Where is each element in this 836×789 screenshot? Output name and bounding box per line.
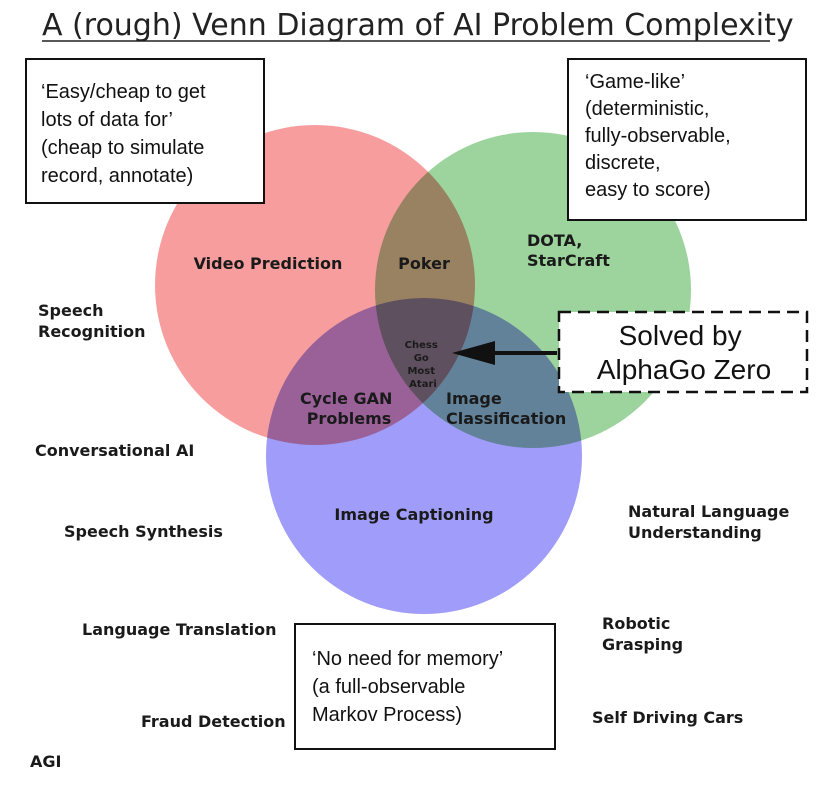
note-solved-alphago: Solved by AlphaGo Zero <box>557 310 809 394</box>
diagram-title: A (rough) Venn Diagram of AI Problem Com… <box>42 8 794 43</box>
outside-nlu: Natural Language Understanding <box>628 502 795 542</box>
note-text: ‘Easy/cheap to get lots of data for’ (ch… <box>41 81 211 187</box>
outside-agi: AGI <box>30 752 61 771</box>
note-box <box>567 58 807 221</box>
region-game-only: DOTA, StarCraft <box>527 231 610 270</box>
note-box <box>25 58 265 204</box>
note-box <box>294 623 556 750</box>
note-cheap-data: ‘Easy/cheap to get lots of data for’ (ch… <box>25 58 265 204</box>
region-data-game: Poker <box>398 254 450 273</box>
note-text: ‘Game-like’ (deterministic, fully-observ… <box>585 71 736 201</box>
region-center: Chess Go Most Atari <box>405 340 442 390</box>
region-memory-only: Image Captioning <box>334 505 493 524</box>
note-text: Solved by AlphaGo Zero <box>597 320 771 385</box>
outside-speech-recognition: Speech Recognition <box>38 301 146 341</box>
arrow-to-center <box>452 341 557 365</box>
outside-self-driving: Self Driving Cars <box>592 708 743 727</box>
region-data-memory: Cycle GAN Problems <box>300 389 398 428</box>
outside-fraud-detection: Fraud Detection <box>141 712 286 731</box>
region-data-only: Video Prediction <box>194 254 343 273</box>
note-text: ‘No need for memory’ (a full-observable … <box>312 648 508 726</box>
outside-speech-synthesis: Speech Synthesis <box>64 522 223 541</box>
outside-robotic-grasping: Robotic Grasping <box>602 614 683 654</box>
note-game-like: ‘Game-like’ (deterministic, fully-observ… <box>567 58 807 221</box>
outside-language-translation: Language Translation <box>82 620 276 639</box>
arrow-head <box>452 341 495 365</box>
outside-conversational-ai: Conversational AI <box>35 441 194 460</box>
note-no-memory: ‘No need for memory’ (a full-observable … <box>294 623 556 750</box>
note-box-dashed <box>557 310 809 394</box>
region-game-memory: Image Classification <box>446 389 566 428</box>
circle-no-memory <box>266 298 582 614</box>
